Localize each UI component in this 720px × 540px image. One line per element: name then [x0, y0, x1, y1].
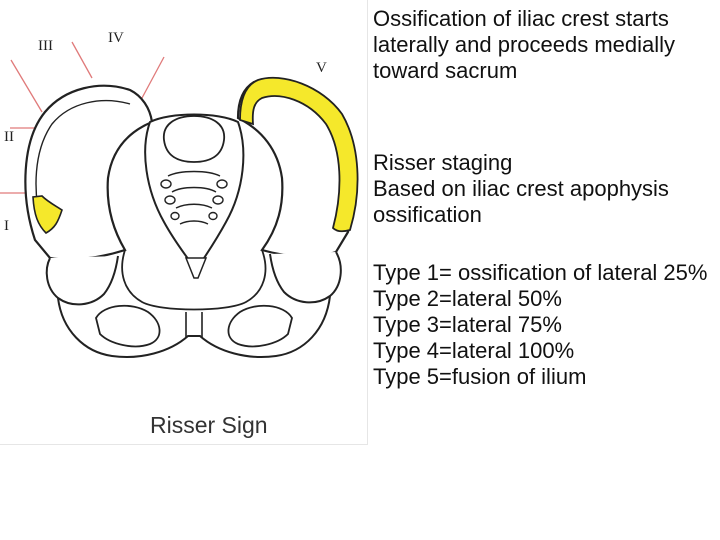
risser-staging-block: Risser staging Based on iliac crest apop…: [373, 150, 718, 228]
pelvis-illustration: I II III IV V Risser Sign: [0, 30, 359, 438]
right-acetabulum: [269, 251, 342, 304]
pointer-line-iii: [10, 59, 43, 113]
coccyx: [184, 257, 208, 279]
sacral-segments: [160, 170, 228, 225]
left-obturator-foramen: [95, 304, 161, 348]
left-acetabulum: [45, 255, 119, 306]
pelvis-diagram: I II III IV V Risser Sign: [0, 0, 368, 445]
text-panel: Ossification of iliac crest starts later…: [373, 6, 718, 390]
left-ossified-crest: [32, 195, 63, 234]
right-obturator-foramen: [227, 304, 293, 348]
pubic-symphysis: [185, 312, 203, 338]
left-ilium: [24, 84, 154, 261]
risser-types-list: Type 1= ossification of lateral 25% Type…: [373, 260, 718, 390]
risser-title: Risser staging: [373, 150, 513, 175]
risser-description: Based on iliac crest apophysis ossificat…: [373, 176, 669, 227]
risser-type-item: Type 4=lateral 100%: [373, 338, 575, 363]
risser-type-item: Type 3=lateral 75%: [373, 312, 562, 337]
figure-caption: Risser Sign: [150, 412, 268, 438]
risser-type-item: Type 1= ossification of lateral 25%: [373, 260, 708, 285]
l5-vertebra: [163, 115, 225, 163]
risser-type-item: Type 2=lateral 50%: [373, 286, 562, 311]
stage-label-i: I: [4, 218, 9, 234]
pelvic-brim: [121, 249, 267, 311]
stage-label-iii: III: [38, 38, 53, 54]
stage-label-iv: IV: [108, 30, 124, 46]
risser-type-item: Type 5=fusion of ilium: [373, 364, 587, 389]
left-iliac-crest-inner: [35, 99, 131, 229]
stage-label-ii: II: [4, 129, 14, 145]
pubic-arch: [57, 295, 331, 358]
ossification-heading: Ossification of iliac crest starts later…: [373, 6, 676, 83]
right-ossified-crest: [239, 76, 359, 233]
pointer-line-iv: [71, 41, 93, 79]
stage-label-v: V: [316, 60, 327, 76]
pointer-line-v: [141, 56, 165, 99]
